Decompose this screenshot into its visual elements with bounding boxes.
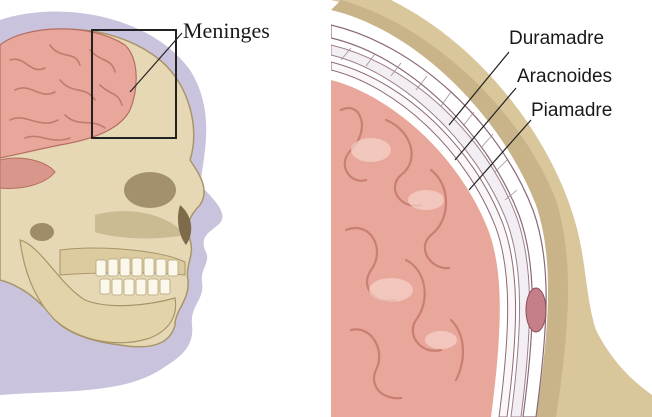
eye-socket bbox=[124, 172, 176, 208]
dura-label: Duramadre bbox=[509, 28, 604, 50]
jaw-joint bbox=[30, 223, 54, 241]
zoom-detail-panel: Duramadre Aracnoides Piamadre bbox=[331, 0, 652, 417]
head-illustration-panel: Meninges bbox=[0, 0, 326, 417]
pia-label: Piamadre bbox=[531, 100, 612, 122]
arachnoid-label: Aracnoides bbox=[517, 66, 612, 88]
sinus-vessel bbox=[526, 288, 546, 332]
meninges-cross-section bbox=[331, 0, 652, 417]
head-illustration bbox=[0, 0, 326, 417]
upper-teeth bbox=[96, 258, 178, 276]
meninges-label: Meninges bbox=[183, 18, 270, 44]
